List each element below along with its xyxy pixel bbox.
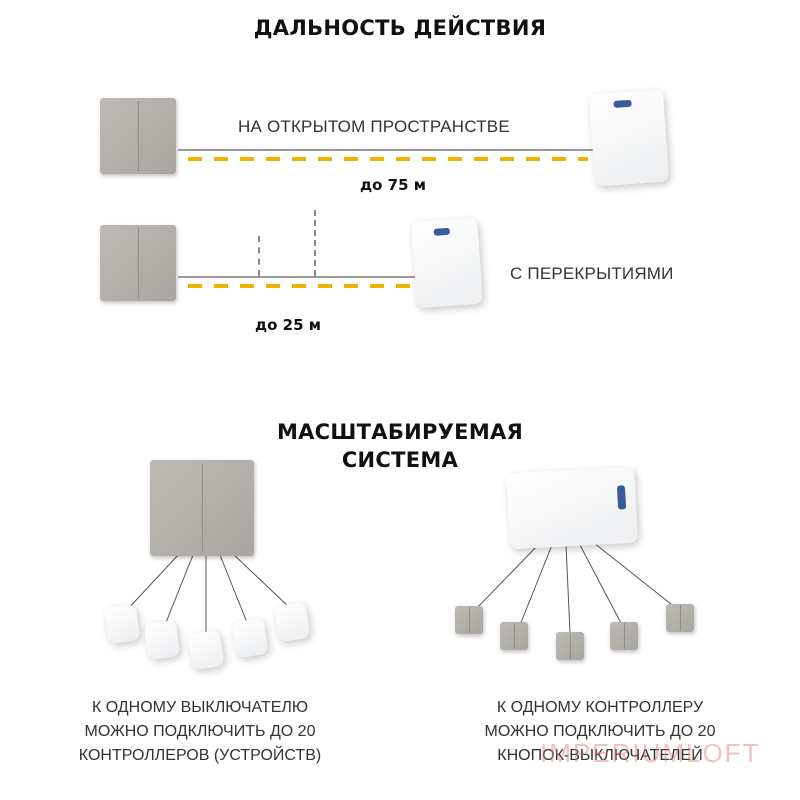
link-line xyxy=(124,552,181,613)
connection-line xyxy=(178,149,598,151)
small-switch xyxy=(610,622,638,650)
small-switch xyxy=(666,604,694,632)
small-controller xyxy=(103,603,141,645)
small-controller xyxy=(231,617,269,659)
link-line xyxy=(565,544,571,634)
caption-line: МОЖНО ПОДКЛЮЧИТЬ ДО 20 xyxy=(84,723,316,740)
wireless-switch-large xyxy=(150,460,254,556)
left-caption: К ОДНОМУ ВЫКЛЮЧАТЕЛЮ МОЖНО ПОДКЛЮЧИТЬ ДО… xyxy=(40,696,360,768)
caption-line: КНОПОК-ВЫКЛЮЧАТЕЛЕЙ xyxy=(497,747,703,764)
obstacles-distance: до 25 м xyxy=(255,316,321,334)
obstacles-label: С ПЕРЕКРЫТИЯМИ xyxy=(510,264,674,283)
obstacle-wall xyxy=(314,210,316,276)
wireless-switch xyxy=(100,225,176,301)
link-line xyxy=(593,542,677,609)
caption-line: К ОДНОМУ КОНТРОЛЛЕРУ xyxy=(496,699,704,716)
caption-line: КОНТРОЛЛЕРОВ (УСТРОЙСТВ) xyxy=(78,747,322,764)
small-switch xyxy=(500,622,528,650)
led-window xyxy=(616,485,627,510)
small-switch xyxy=(455,606,483,634)
watermark: IMPERIUMLOFT xyxy=(540,738,761,768)
link-line xyxy=(231,552,291,609)
connection-line xyxy=(178,276,418,278)
scalable-title: МАСШТАБИРУЕМАЯ СИСТЕМА xyxy=(0,418,800,474)
caption-line: К ОДНОМУ ВЫКЛЮЧАТЕЛЮ xyxy=(91,699,309,716)
range-title: ДАЛЬНОСТЬ ДЕЙСТВИЯ xyxy=(253,16,547,40)
small-controller xyxy=(273,601,311,643)
link-line xyxy=(579,544,623,626)
scalable-title-line2: СИСТЕМА xyxy=(341,448,459,472)
right-caption: К ОДНОМУ КОНТРОЛЛЕРУ МОЖНО ПОДКЛЮЧИТЬ ДО… xyxy=(440,696,760,768)
signal-range-line xyxy=(188,157,588,161)
open-space-distance: до 75 м xyxy=(360,176,426,194)
link-line xyxy=(474,542,541,611)
open-space-label: НА ОТКРЫТОМ ПРОСТРАНСТВЕ xyxy=(238,117,510,136)
small-controller xyxy=(187,629,225,671)
link-line xyxy=(519,544,553,626)
obstacle-wall xyxy=(258,236,260,276)
controller-large xyxy=(506,466,638,550)
caption-line: МОЖНО ПОДКЛЮЧИТЬ ДО 20 xyxy=(484,723,716,740)
link-line xyxy=(164,554,194,626)
scalable-title-line1: МАСШТАБИРУЕМАЯ xyxy=(276,420,524,444)
small-switch xyxy=(556,632,584,660)
small-controller xyxy=(143,619,181,661)
wireless-switch xyxy=(100,98,176,174)
signal-range-line xyxy=(188,284,418,288)
link-line xyxy=(219,554,249,626)
